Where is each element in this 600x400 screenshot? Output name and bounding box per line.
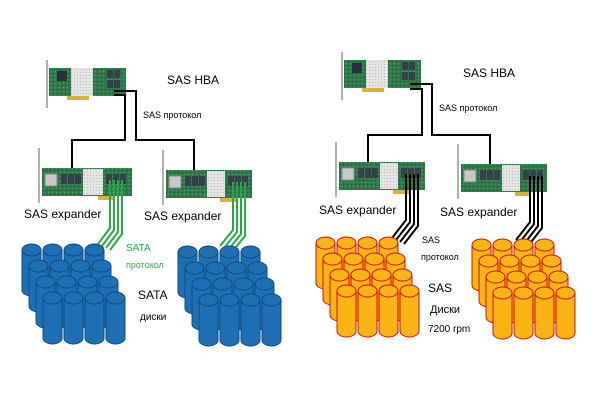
- sata-cables-2: [219, 182, 246, 253]
- drive-cylinder: [492, 286, 513, 340]
- drive-cylinder: [42, 291, 63, 345]
- drive-cylinder: [198, 293, 219, 347]
- right-expander-card-2: [457, 144, 547, 199]
- sas-cable: [410, 83, 491, 165]
- right-expander-2-label: SAS expander: [440, 205, 517, 219]
- left-hba-card: [46, 60, 126, 108]
- sas-drive-array-1: [315, 236, 420, 338]
- sata-drives-label-2: диски: [140, 312, 166, 323]
- drive-cylinder: [63, 291, 84, 345]
- sata-protocol-label-2: протокол: [126, 260, 164, 270]
- sas-drives-label-3: 7200 rpm: [428, 324, 470, 335]
- sas-drive-array-2: [471, 238, 576, 340]
- left-protocol-label: SAS протокол: [143, 110, 201, 120]
- sata-protocol-label-1: SATA: [126, 243, 151, 254]
- left-panel: [21, 60, 282, 347]
- drive-cylinder: [399, 284, 420, 338]
- drive-cylinder: [357, 284, 378, 338]
- sas-protocol-label-1: SAS: [422, 235, 440, 245]
- sas-cable: [367, 88, 423, 165]
- drive-cylinder: [261, 293, 282, 347]
- sas-cable: [71, 94, 126, 170]
- sas-drives-label-2: Диски: [430, 304, 460, 316]
- right-panel: [315, 52, 576, 340]
- drive-cylinder: [105, 291, 126, 345]
- left-expander-1-label: SAS expander: [24, 207, 101, 221]
- sas-cable: [114, 90, 195, 170]
- right-hba-label: SAS HBA: [463, 66, 515, 80]
- left-expander-2-label: SAS expander: [144, 209, 221, 223]
- drive-cylinder: [555, 286, 576, 340]
- sas-drive-cables-1: [391, 174, 419, 245]
- sata-drive-array-1: [21, 243, 126, 345]
- drive-cylinder: [378, 284, 399, 338]
- drive-cylinder: [84, 291, 105, 345]
- left-expander-card-2: [162, 150, 252, 205]
- right-expander-1-label: SAS expander: [319, 203, 396, 217]
- drive-cylinder: [240, 293, 261, 347]
- drive-cylinder: [219, 293, 240, 347]
- sas-drives-label-1: SAS: [428, 281, 452, 295]
- heatsink: [71, 68, 93, 96]
- sata-cables-1: [97, 180, 123, 251]
- drive-cylinder: [513, 286, 534, 340]
- gold-fingers: [67, 96, 89, 100]
- right-expander-card-1: [335, 142, 425, 197]
- right-hba-card: [341, 52, 421, 100]
- sas-drive-cables-2: [515, 176, 543, 247]
- sas-protocol-label-2: протокол: [421, 252, 459, 262]
- right-protocol-label: SAS протокол: [439, 103, 497, 113]
- left-hba-label: SAS HBA: [167, 73, 219, 87]
- sata-drives-label-1: SATA: [138, 288, 168, 302]
- drive-cylinder: [534, 286, 555, 340]
- sata-drive-array-2: [177, 245, 282, 347]
- drive-cylinder: [336, 284, 357, 338]
